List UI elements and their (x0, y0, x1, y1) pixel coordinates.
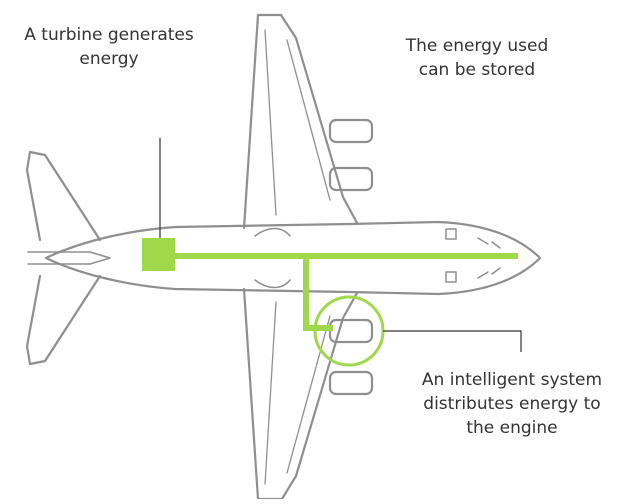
energy-branch-vertical (303, 259, 309, 330)
cockpit-windows (477, 237, 501, 279)
turbine-label-line1: A turbine generates (24, 25, 194, 45)
wing-root-fairing (254, 227, 291, 289)
storage-label-line2: can be stored (418, 60, 536, 80)
turbine-label-line2: energy (79, 49, 139, 69)
upper-stabilizer-outline (25, 150, 102, 242)
storage-label: The energy used can be stored (392, 34, 562, 82)
upper-wing-outline (242, 13, 359, 230)
distribution-label-line2: distributes energy to (423, 394, 601, 414)
engine-lower-outer (328, 370, 374, 396)
distribution-label: An intelligent system distributes energy… (405, 368, 619, 440)
upper-wing-inner-line (264, 29, 331, 216)
engine-upper-inner (328, 118, 374, 144)
door-front-lower (445, 271, 457, 283)
door-front-upper (445, 228, 457, 240)
distribution-leader-line (383, 330, 522, 352)
energy-distribution-network (142, 238, 518, 367)
energy-main-line (175, 253, 518, 259)
turbine-label: A turbine generates energy (4, 23, 214, 71)
fuselage-outline (44, 220, 542, 296)
turbine-block (142, 238, 175, 271)
distribution-label-line3: the engine (466, 418, 558, 438)
lower-stabilizer-outline (25, 274, 102, 366)
storage-label-line1: The energy used (405, 36, 549, 56)
lower-wing-outline (242, 287, 359, 501)
lower-wing-inner-line (264, 301, 331, 485)
engine-upper-outer (328, 166, 374, 192)
tail-fin-outline (27, 251, 111, 265)
distribution-label-line1: An intelligent system (421, 370, 603, 390)
energy-branch-horizontal (303, 325, 333, 331)
